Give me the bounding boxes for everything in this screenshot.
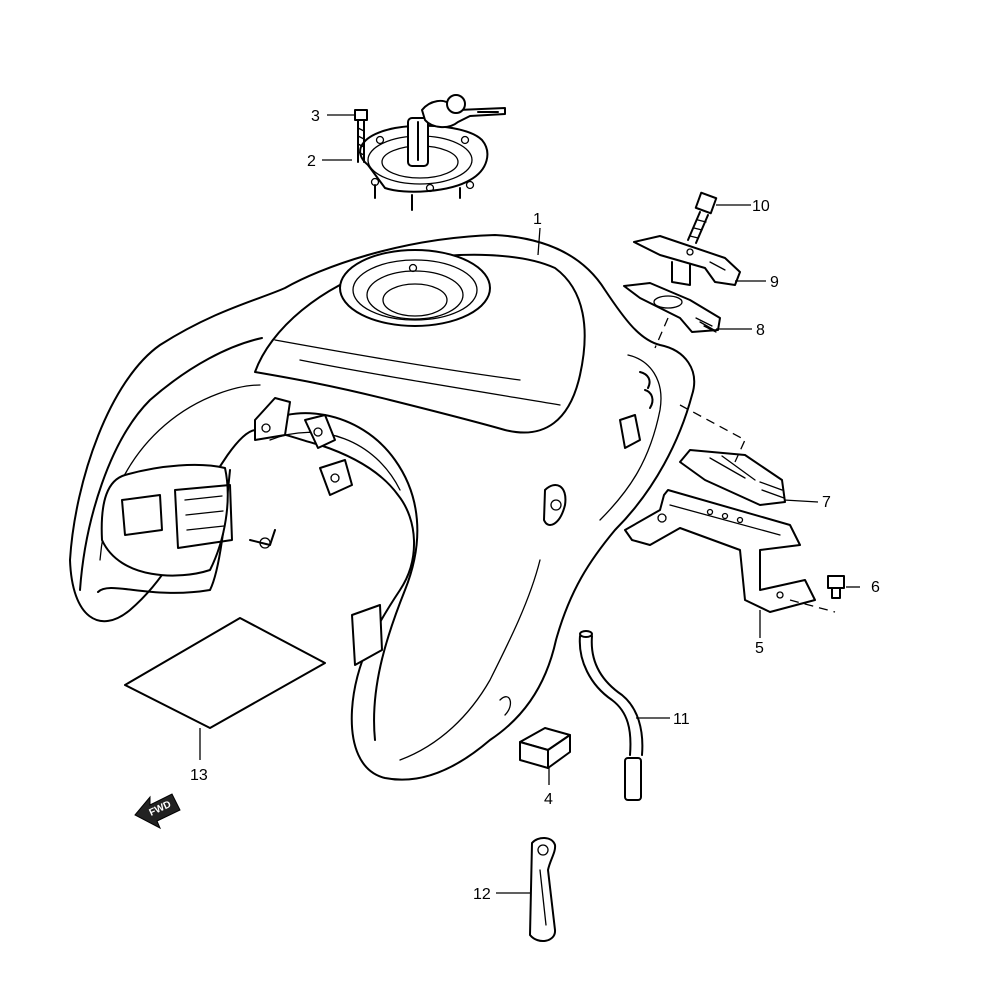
fuel-tank [69, 234, 696, 781]
forward-direction-arrow: FWD [134, 793, 181, 830]
bracket-part-9 [633, 235, 741, 286]
fuel-cap-assembly [359, 94, 506, 211]
hose-part-11 [578, 630, 644, 801]
callout-2: 2 [307, 153, 316, 170]
callout-9: 9 [770, 274, 779, 291]
bolt-part-6 [827, 575, 845, 599]
callout-6: 6 [871, 579, 880, 596]
callout-1: 1 [533, 211, 542, 228]
callout-3: 3 [311, 108, 320, 125]
callout-10: 10 [752, 198, 770, 215]
bolt-part-10 [687, 191, 718, 244]
leader-lines [199, 114, 860, 894]
rear-bracket-part-5 [624, 489, 816, 613]
label-part-13 [124, 617, 326, 729]
callout-13: 13 [190, 767, 208, 784]
callout-8: 8 [756, 322, 765, 339]
callout-5: 5 [755, 640, 764, 657]
callout-numbers: 1 2 3 4 5 6 7 8 9 10 11 12 13 [190, 108, 880, 903]
callout-12: 12 [473, 886, 491, 903]
assembly-dash-lines [654, 317, 836, 613]
mount-part-8 [623, 282, 721, 333]
callout-7: 7 [822, 494, 831, 511]
cushion-part-7 [679, 449, 786, 506]
callout-4: 4 [544, 791, 553, 808]
callout-11: 11 [673, 711, 690, 728]
strap-part-12 [529, 837, 557, 942]
screw-part-3 [354, 109, 368, 163]
block-part-4 [519, 727, 571, 769]
